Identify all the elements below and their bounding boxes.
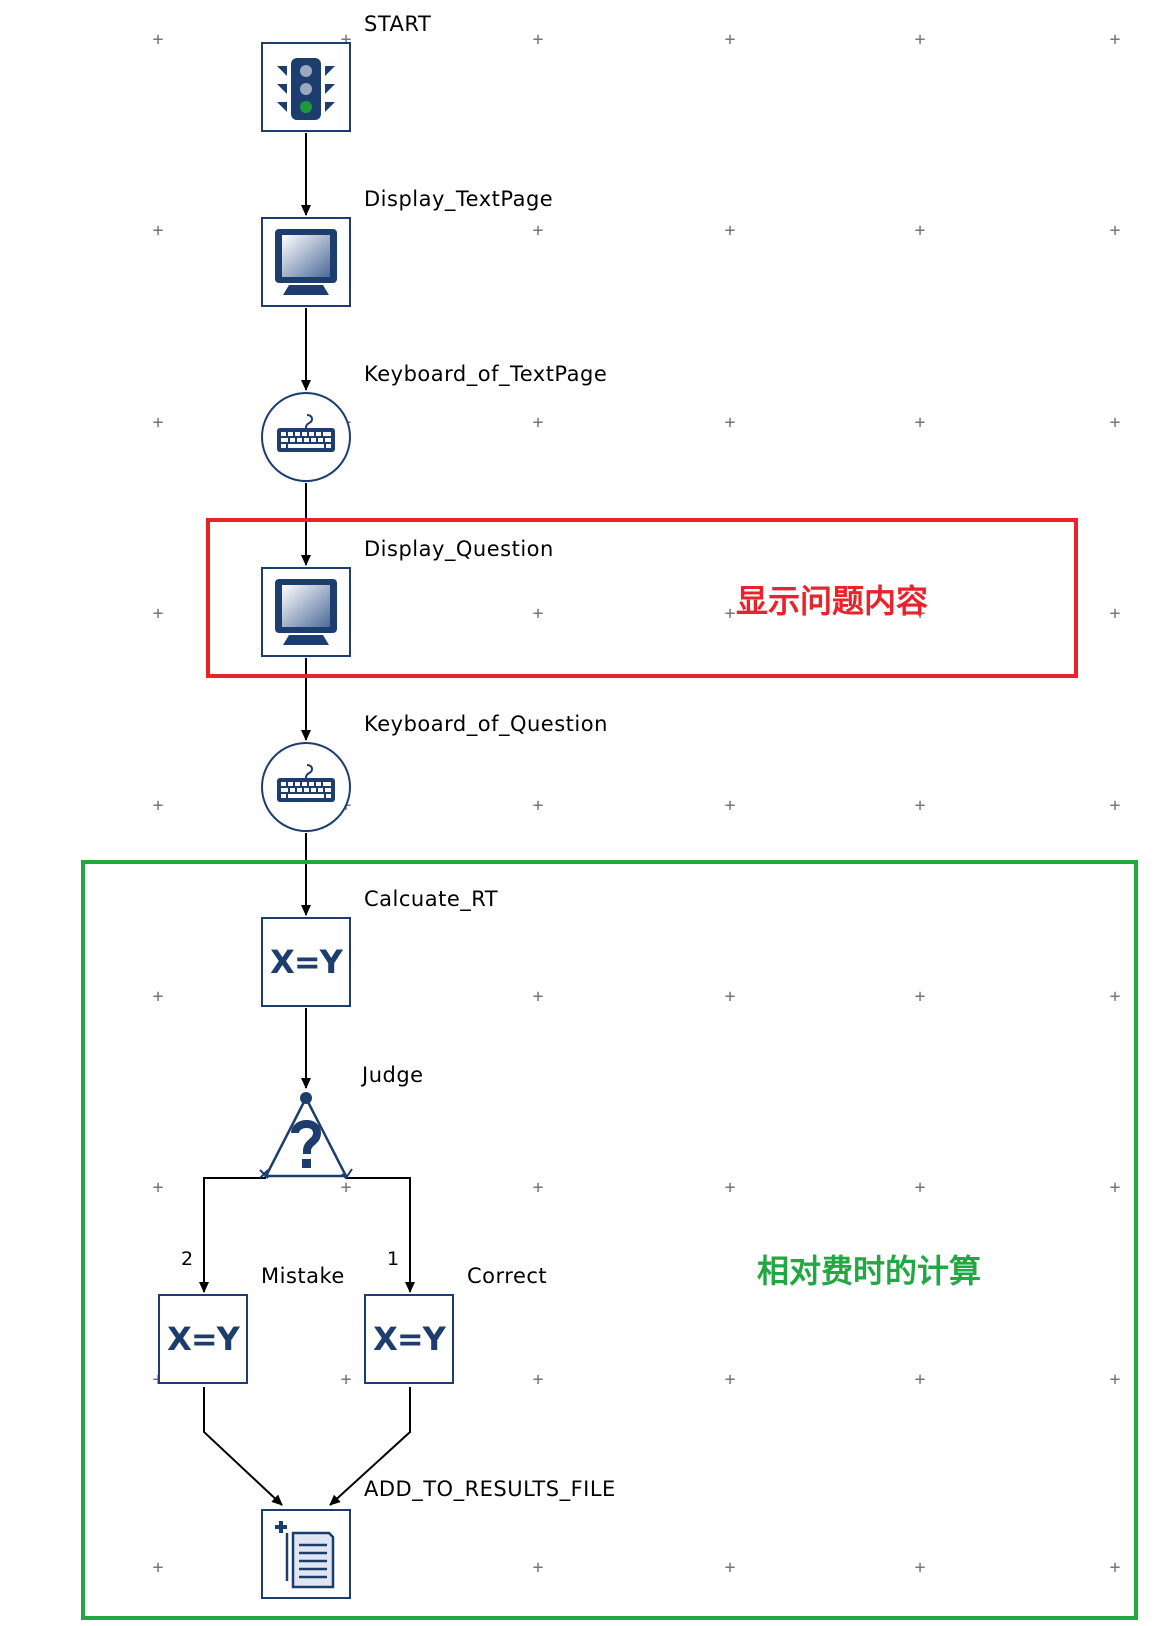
grid-plus-mark: + — [1109, 29, 1121, 50]
grid-plus-mark: + — [1109, 1557, 1121, 1578]
grid-plus-mark: + — [152, 412, 164, 433]
equation-icon: X=Y — [270, 943, 343, 981]
grid-plus-mark: + — [532, 1369, 544, 1390]
grid-plus-mark: + — [724, 1557, 736, 1578]
grid-plus-mark: + — [1109, 1369, 1121, 1390]
node-label-add-results: ADD_TO_RESULTS_FILE — [364, 1477, 616, 1501]
grid-plus-mark: + — [340, 1177, 352, 1198]
grid-plus-mark: + — [724, 603, 736, 624]
grid-plus-mark: + — [340, 29, 352, 50]
grid-plus-mark: + — [1109, 795, 1121, 816]
grid-plus-mark: + — [914, 603, 926, 624]
grid-plus-mark: + — [532, 1177, 544, 1198]
grid-plus-mark: + — [340, 1369, 352, 1390]
add-results-node[interactable] — [261, 1509, 351, 1599]
node-label-keyboard-textpage: Keyboard_of_TextPage — [364, 362, 608, 386]
node-label-judge: Judge — [362, 1063, 424, 1087]
correct-node[interactable]: X=Y — [364, 1294, 454, 1384]
red-annotation-box — [206, 518, 1078, 678]
grid-plus-mark: + — [1109, 412, 1121, 433]
grid-plus-mark: + — [532, 1557, 544, 1578]
grid-plus-mark: + — [724, 986, 736, 1007]
grid-plus-mark: + — [152, 1177, 164, 1198]
grid-plus-mark: + — [532, 412, 544, 433]
grid-plus-mark: + — [914, 220, 926, 241]
equation-icon: X=Y — [167, 1320, 240, 1358]
grid-plus-mark: + — [724, 1369, 736, 1390]
grid-plus-mark: + — [152, 220, 164, 241]
grid-plus-mark: + — [532, 29, 544, 50]
keyboard-question-node[interactable] — [261, 742, 351, 832]
grid-plus-mark: + — [724, 220, 736, 241]
mistake-node[interactable]: X=Y — [158, 1294, 248, 1384]
node-label-display-textpage: Display_TextPage — [364, 187, 554, 211]
connector-correct-add — [329, 1387, 411, 1506]
calcuate-rt-node[interactable]: X=Y — [261, 917, 351, 1007]
grid-plus-mark: + — [152, 1557, 164, 1578]
judge-node[interactable] — [258, 1090, 354, 1182]
node-label-calcuate-rt: Calcuate_RT — [364, 887, 499, 911]
connector-judge-mistake — [199, 1177, 266, 1293]
keyboard-textpage-node[interactable] — [261, 392, 351, 482]
branch-number-mistake: 2 — [181, 1248, 194, 1270]
start-node[interactable] — [261, 42, 351, 132]
display-question-node[interactable] — [261, 567, 351, 657]
grid-plus-mark: + — [724, 795, 736, 816]
question-branch-icon — [259, 1092, 353, 1180]
connector-judge-correct — [346, 1177, 415, 1293]
monitor-icon — [275, 579, 337, 645]
green-annotation-box — [81, 860, 1138, 1620]
grid-plus-mark: + — [914, 412, 926, 433]
grid-plus-mark: + — [532, 986, 544, 1007]
branch-number-correct: 1 — [387, 1248, 400, 1270]
grid-plus-mark: + — [532, 795, 544, 816]
grid-plus-mark: + — [724, 29, 736, 50]
grid-plus-mark: + — [152, 29, 164, 50]
connector-mistake-add — [203, 1387, 283, 1506]
green-annotation-text: 相对费时的计算 — [757, 1252, 982, 1290]
node-label-display-question: Display_Question — [364, 537, 554, 561]
node-label-keyboard-question: Keyboard_of_Question — [364, 712, 608, 736]
grid-plus-mark: + — [152, 795, 164, 816]
grid-plus-mark: + — [532, 220, 544, 241]
grid-plus-mark: + — [914, 1369, 926, 1390]
grid-plus-mark: + — [914, 986, 926, 1007]
monitor-icon — [275, 229, 337, 295]
equation-icon: X=Y — [373, 1320, 446, 1358]
grid-plus-mark: + — [914, 1177, 926, 1198]
grid-plus-mark: + — [152, 603, 164, 624]
grid-plus-mark: + — [532, 603, 544, 624]
node-label-correct: Correct — [467, 1264, 548, 1288]
node-label-mistake: Mistake — [261, 1264, 345, 1288]
grid-plus-mark: + — [1109, 986, 1121, 1007]
grid-plus-mark: + — [1109, 220, 1121, 241]
display-textpage-node[interactable] — [261, 217, 351, 307]
grid-plus-mark: + — [1109, 603, 1121, 624]
grid-plus-mark: + — [914, 1557, 926, 1578]
add-file-icon — [275, 1521, 335, 1589]
node-label-start: START — [364, 12, 432, 36]
keyboard-icon — [277, 764, 335, 802]
grid-plus-mark: + — [914, 29, 926, 50]
grid-plus-mark: + — [724, 1177, 736, 1198]
traffic-light-icon — [277, 58, 335, 120]
keyboard-icon — [277, 414, 335, 452]
red-annotation-text: 显示问题内容 — [736, 582, 929, 620]
grid-plus-mark: + — [724, 412, 736, 433]
grid-plus-mark: + — [152, 986, 164, 1007]
grid-plus-mark: + — [1109, 1177, 1121, 1198]
grid-plus-mark: + — [914, 795, 926, 816]
